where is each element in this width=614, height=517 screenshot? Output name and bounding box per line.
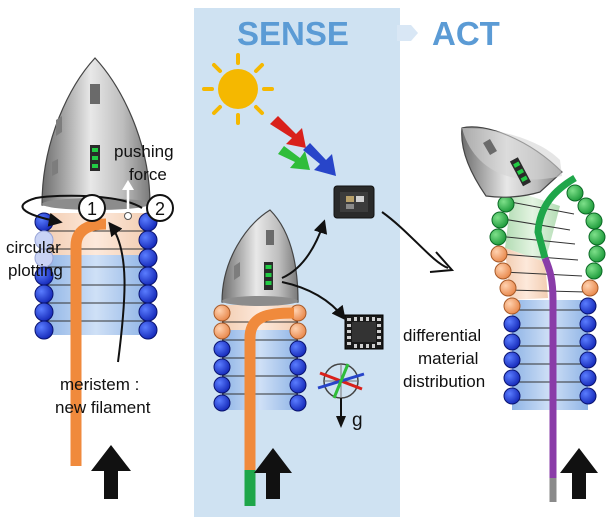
sensing-arrow-to-imu [281, 281, 346, 321]
right-sensor-led [513, 161, 521, 168]
middle-sensor-led [265, 281, 272, 285]
left-sensor-led [92, 156, 98, 160]
imu-chip-icon [344, 314, 384, 350]
plotting-label: plotting [8, 261, 63, 280]
middle-head-shell [221, 209, 299, 303]
material-label: material [418, 349, 478, 368]
meristem-label: meristem : [60, 375, 139, 394]
right-beads [489, 184, 606, 405]
middle-filament-orange [244, 307, 295, 470]
sense-heading: SENSE [237, 15, 349, 52]
middle-head-window [234, 262, 240, 280]
left-head-slot [90, 84, 100, 104]
left-filament-layers [44, 230, 148, 322]
distribution-label: distribution [403, 372, 485, 391]
left-root-robot: 1 2 [21, 57, 174, 499]
right-root-robot [461, 126, 606, 502]
sensing-arrow-to-light-sensor [281, 219, 328, 279]
orientation-gyroscope-icon [317, 363, 365, 428]
left-body-blue [44, 255, 148, 335]
right-sensor-led [516, 168, 525, 175]
left-filament [70, 218, 107, 466]
marker-1-circle [78, 194, 106, 222]
meristem-pointer [108, 221, 126, 363]
light-sensor-chip-icon [333, 185, 375, 219]
middle-sensor-led [265, 265, 272, 269]
left-head-window [52, 159, 58, 176]
growth-arrow-icon [254, 448, 292, 499]
growth-arrow-icon [91, 445, 131, 499]
growth-arrow-icon [560, 448, 598, 499]
left-sensor-led [92, 164, 98, 168]
marker-2-circle [146, 194, 174, 222]
force-label: force [129, 165, 167, 184]
differential-label: differential [403, 326, 481, 345]
right-filament-green [534, 174, 577, 259]
light-ray-green-icon [278, 146, 310, 170]
left-sensor-led [92, 148, 98, 152]
sense-to-act-arrow [381, 211, 449, 269]
middle-sensor-led [265, 273, 272, 277]
act-heading: ACT [432, 15, 500, 52]
chevron-right-icon [397, 25, 418, 41]
middle-head-slot [266, 230, 274, 245]
marker-2-label: 2 [155, 199, 165, 219]
middle-root-robot [213, 209, 307, 506]
new-filament-label: new filament [55, 398, 151, 417]
gravity-label: g [352, 410, 363, 431]
pushing-label: pushing [114, 142, 174, 161]
right-sensor-led [520, 175, 528, 183]
middle-body-blue [222, 330, 298, 410]
light-ray-blue-icon [303, 143, 336, 176]
light-ray-red-icon [270, 116, 306, 148]
middle-filament-layers [222, 321, 298, 395]
pushing-force-origin [124, 212, 132, 220]
pushing-force-arrowhead [122, 180, 134, 190]
circular-plotting-arrow [21, 194, 143, 227]
left-head-shell [41, 57, 151, 206]
right-filament-purple [541, 256, 557, 478]
middle-head-rim [222, 296, 298, 306]
marker-1-label: 1 [87, 199, 97, 219]
left-head-window [56, 116, 62, 136]
circular-label: circular [6, 238, 61, 257]
sense-to-act-arrowhead [429, 251, 455, 273]
right-head-slot [483, 138, 497, 156]
sun-icon [202, 53, 274, 125]
